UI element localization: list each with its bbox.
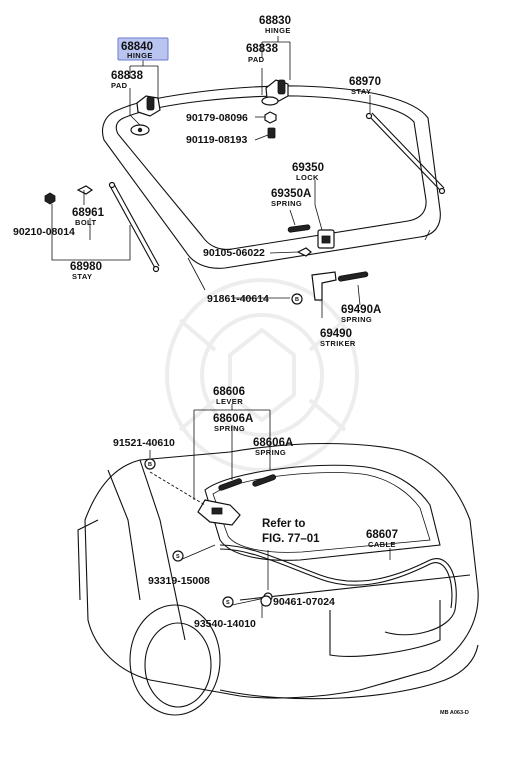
clip-b2-marker-circle [144,458,156,470]
lock-spring-number[interactable]: 69350A [271,188,311,200]
stay-left-desc: STAY [72,272,92,281]
lever-spring-1-desc: SPRING [214,424,245,433]
striker-number[interactable]: 69490 [320,328,352,340]
reference-line1: Refer to [262,518,305,530]
cable-number[interactable]: 68607 [366,529,398,541]
clip-b-marker-circle [291,293,303,305]
leader-lines-lower [149,404,391,618]
clamp-s2-marker: S [226,600,230,606]
clamp-s1-marker-circle [172,550,184,562]
striker-spring-number[interactable]: 69490A [341,304,381,316]
lock-shape [317,229,335,249]
pad-right-number[interactable]: 68838 [246,43,279,55]
stay-left-number[interactable]: 68980 [70,261,102,273]
clamp-s2-number[interactable]: 93540-14010 [194,618,256,630]
lever-spring-2-desc: SPRING [255,448,286,457]
stay-left-shape [108,181,160,273]
clamp-s2-marker-circle [222,596,234,608]
clip-b2-marker: B [148,462,152,468]
car-body [77,442,479,716]
lock-desc: LOCK [296,173,319,182]
hinge-right-number[interactable]: 68830 [259,15,291,27]
nut-a-number[interactable]: 90179-08096 [186,112,248,124]
pad-right-desc: PAD [248,55,265,64]
leader-lines-upper [51,36,371,318]
bolt-stay-shape [76,185,94,195]
lever-spring-1-shape [218,478,242,491]
reference-line2[interactable]: FIG. 77–01 [262,533,320,545]
lock-number[interactable]: 69350 [292,162,324,174]
lever-number[interactable]: 68606 [213,386,245,398]
stay-right-number[interactable]: 68970 [349,76,381,88]
screw-a-number[interactable]: 90105-06022 [203,247,265,259]
hinge-left-highlight[interactable] [117,37,169,61]
clip-60-marker-circle [260,595,272,607]
nut-b-number[interactable]: 90210-08014 [13,226,75,238]
bolt-a-shape [267,127,276,139]
pad-left-shape [130,124,150,136]
watermark-emblem [165,278,359,472]
stay-right-shape [365,112,446,195]
bolt-stay-number[interactable]: 68961 [72,207,105,219]
pad-left-desc: PAD [111,81,128,90]
striker-shape [311,271,337,301]
figure-code: MB A063-D [440,710,469,716]
striker-spring-desc: SPRING [341,315,372,324]
striker-desc: STRIKER [320,339,356,348]
nut-b-shape [44,192,56,205]
lever-shape [197,499,241,526]
hinge-left-number[interactable]: 68840 [121,41,153,53]
lever-spring-2-shape [252,474,276,487]
cable-desc: CABLE [368,540,396,549]
lock-spring-desc: SPRING [271,199,302,208]
pad-left-number[interactable]: 68838 [111,70,144,82]
nut-a-shape [264,111,277,124]
hinge-left-shape[interactable] [136,95,161,117]
clamp-s1-number[interactable]: 93319-15008 [148,575,210,587]
lock-spring-shape [287,224,311,233]
clip-b-marker: B [295,297,299,303]
bolt-a-number[interactable]: 90119-08193 [186,134,247,146]
screw-a-shape [296,247,312,257]
clip-b-number[interactable]: 91861-40614 [207,293,269,305]
clamp-s1-marker: S [176,554,180,560]
lever-spring-1-number[interactable]: 68606A [213,413,253,425]
clip-b2-number[interactable]: 91521-40610 [113,437,175,449]
lever-spring-2-number[interactable]: 68606A [253,437,293,449]
hinge-right-desc: HINGE [265,26,291,35]
pad-right-shape [261,96,279,106]
bolt-stay-desc: BOLT [75,218,96,227]
striker-spring-shape [337,271,369,282]
cable-shape [219,544,457,636]
clip-60-number[interactable]: 90461-07024 [273,596,335,608]
lever-desc: LEVER [216,397,243,406]
hinge-left-desc: HINGE [127,51,153,60]
stay-right-desc: STAY [351,87,371,96]
back-door-panel [101,85,441,291]
